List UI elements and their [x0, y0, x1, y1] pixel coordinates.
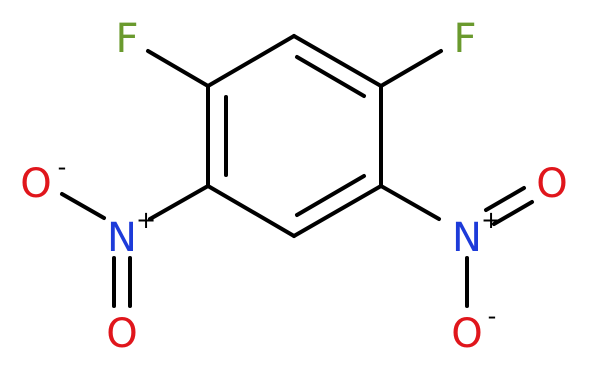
atom-o-right-bottom: O	[451, 311, 482, 357]
ring-bond-bottom-left	[206, 184, 296, 238]
ring-double-bond-inner-top-right	[295, 55, 366, 98]
ring-bond-top-left	[206, 34, 296, 88]
benzene-ring	[206, 34, 383, 238]
ring-bond-bottom-right	[292, 184, 383, 238]
bond-c-n-left	[148, 184, 210, 221]
bond-c-f-left	[146, 49, 210, 88]
atom-f-left: F	[115, 16, 138, 62]
bond-n-o-right-top-a	[484, 186, 526, 212]
bond-n-o-left-top	[60, 192, 106, 220]
charge-n-right: +	[481, 206, 501, 234]
atom-f-right: F	[453, 16, 476, 62]
atom-o-right-top: O	[536, 161, 567, 207]
bond-n-o-right-top-b	[492, 200, 534, 226]
atom-o-left-bottom: O	[106, 311, 137, 357]
bond-c-n-right	[379, 184, 441, 221]
substituent-bonds	[60, 49, 534, 308]
charge-o-right-bottom: -	[488, 302, 497, 330]
ring-bond-top-right	[292, 34, 383, 88]
ring-double-bond-inner-bottom-right	[295, 174, 366, 217]
charge-o-left-top: -	[58, 153, 67, 181]
charge-n-left: +	[136, 206, 156, 234]
atom-o-left-top: O	[20, 161, 51, 207]
atom-n-right: N	[452, 215, 482, 261]
atom-n-left: N	[107, 215, 137, 261]
bond-c-f-right	[379, 49, 443, 88]
